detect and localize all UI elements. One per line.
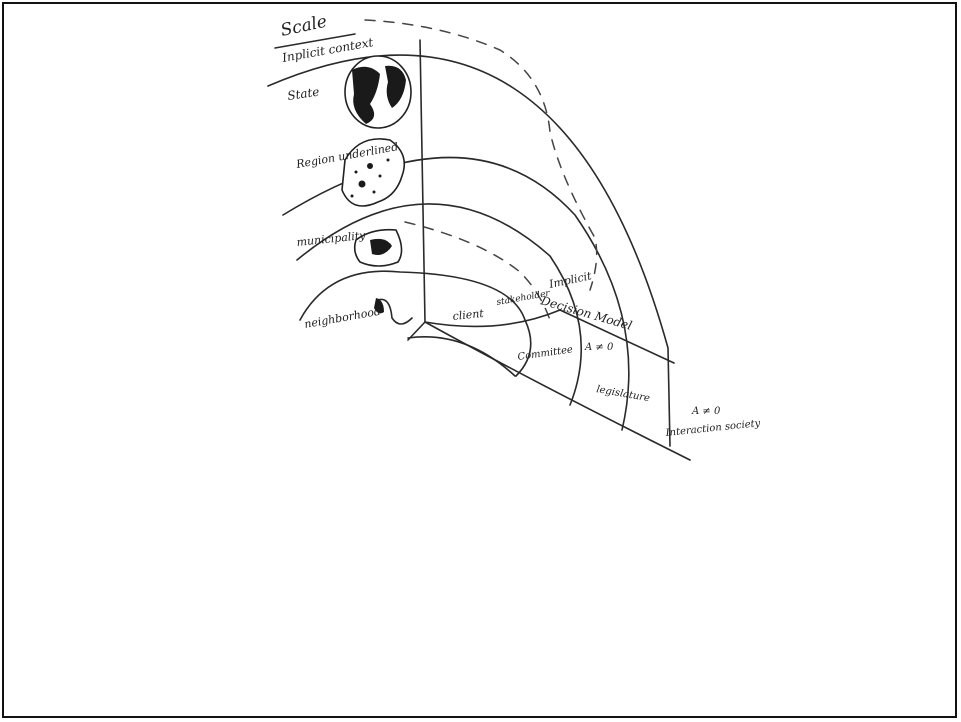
- radial-line-lower: [425, 322, 690, 460]
- label-a-ne-0-2: A ≠ 0: [691, 406, 721, 417]
- label-a-ne-0-1: A ≠ 0: [584, 342, 614, 353]
- dashed-inner-boundary: [405, 222, 550, 320]
- label-neighborhood: neighborhood: [303, 305, 382, 331]
- label-interaction-society: Interaction society: [664, 418, 761, 439]
- header-scale: Scale: [279, 12, 329, 41]
- label-implicit: Implicit: [547, 269, 593, 291]
- label-legislature: legislature: [595, 384, 650, 404]
- label-committee: Committee: [517, 344, 574, 363]
- ring-3: [283, 158, 629, 431]
- label-client: client: [452, 307, 485, 323]
- label-state: State: [286, 85, 320, 103]
